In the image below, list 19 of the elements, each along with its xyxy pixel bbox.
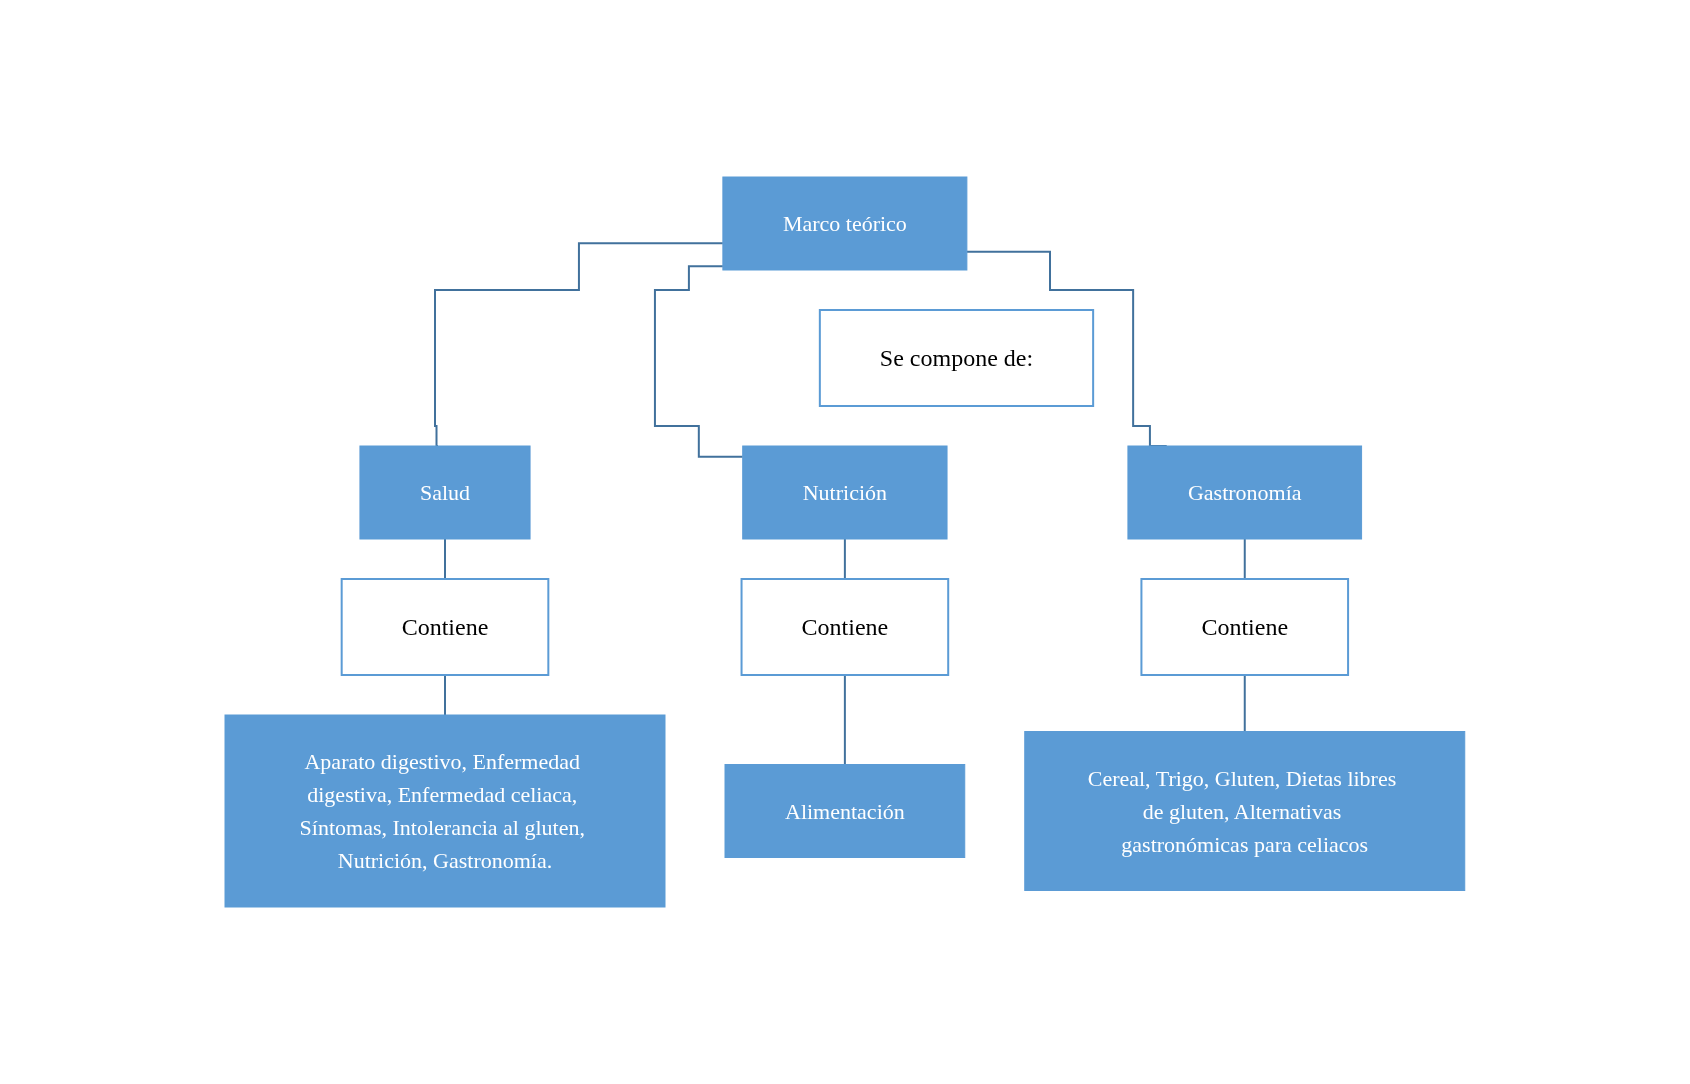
connector <box>444 538 447 580</box>
connector <box>1243 538 1246 580</box>
node-box: Contiene <box>740 578 950 676</box>
node-box: Alimentación <box>724 764 966 858</box>
connector <box>844 538 846 580</box>
node-box: Aparato digestivo, Enfermedad digestiva, Enfermedad celiaca, Síntomas, Intolerancia al gluten, Nutrición, Gastronomía. <box>224 714 666 908</box>
node-box: Gastronomía <box>1127 445 1363 540</box>
connector <box>434 242 724 447</box>
node-box: Nutrición <box>742 445 948 540</box>
connector <box>1243 674 1246 733</box>
connector <box>654 265 744 458</box>
node-box: Contiene <box>1140 578 1350 676</box>
node-box: Marco teórico <box>722 176 968 271</box>
node-box: Se compone de: <box>818 309 1095 407</box>
node-box: Contiene <box>340 578 550 676</box>
node-box: Salud <box>359 445 531 540</box>
node-box: Cereal, Trigo, Gluten, Dietas libres de gluten, Alternativas gastronómicas para celiacos <box>1024 731 1466 891</box>
connector <box>444 674 447 716</box>
connector <box>844 674 846 766</box>
